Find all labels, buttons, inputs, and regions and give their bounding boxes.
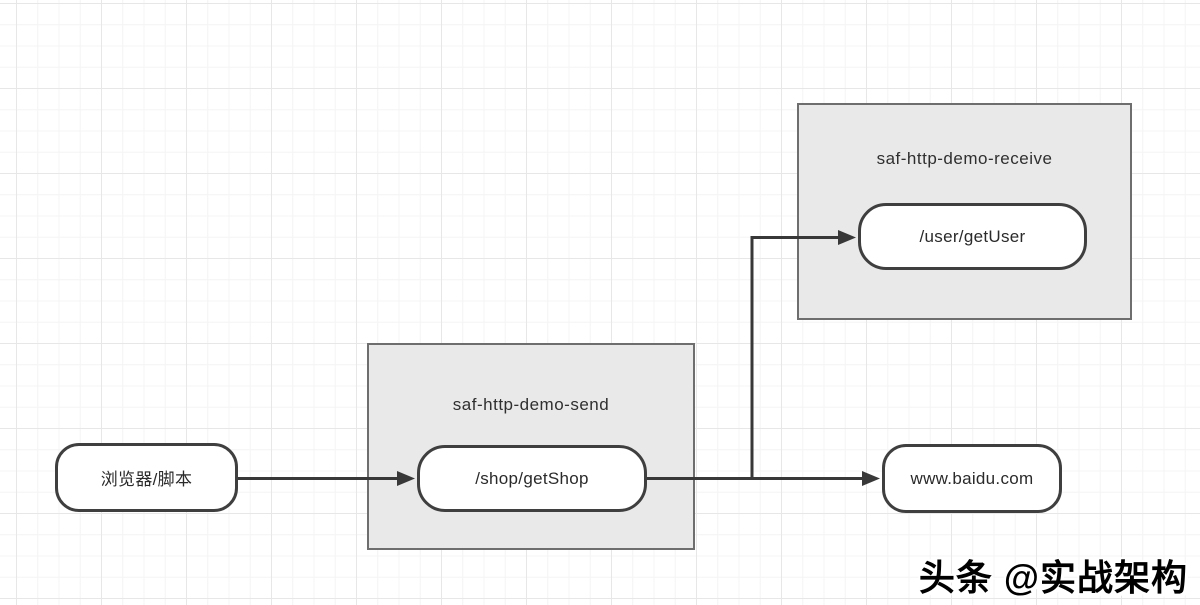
node-shop-getshop-label: /shop/getShop (475, 468, 589, 488)
node-baidu: www.baidu.com (882, 444, 1062, 513)
container-saf-http-demo-send: saf-http-demo-send (367, 343, 695, 550)
edge-shop-to-baidu-arrowhead (862, 471, 880, 486)
node-browser-script-label: 浏览器/脚本 (100, 470, 193, 489)
node-user-getuser-label: /user/getUser (919, 226, 1026, 246)
node-browser-script: 浏览器/脚本 (55, 443, 238, 512)
node-baidu-label: www.baidu.com (910, 468, 1034, 488)
node-shop-getshop: /shop/getShop (417, 445, 647, 512)
watermark-text: 头条 @实战架构 (918, 557, 1188, 598)
container-send-label: saf-http-demo-send (452, 395, 610, 414)
container-receive-label: saf-http-demo-receive (876, 149, 1053, 168)
node-user-getuser: /user/getUser (858, 203, 1087, 270)
